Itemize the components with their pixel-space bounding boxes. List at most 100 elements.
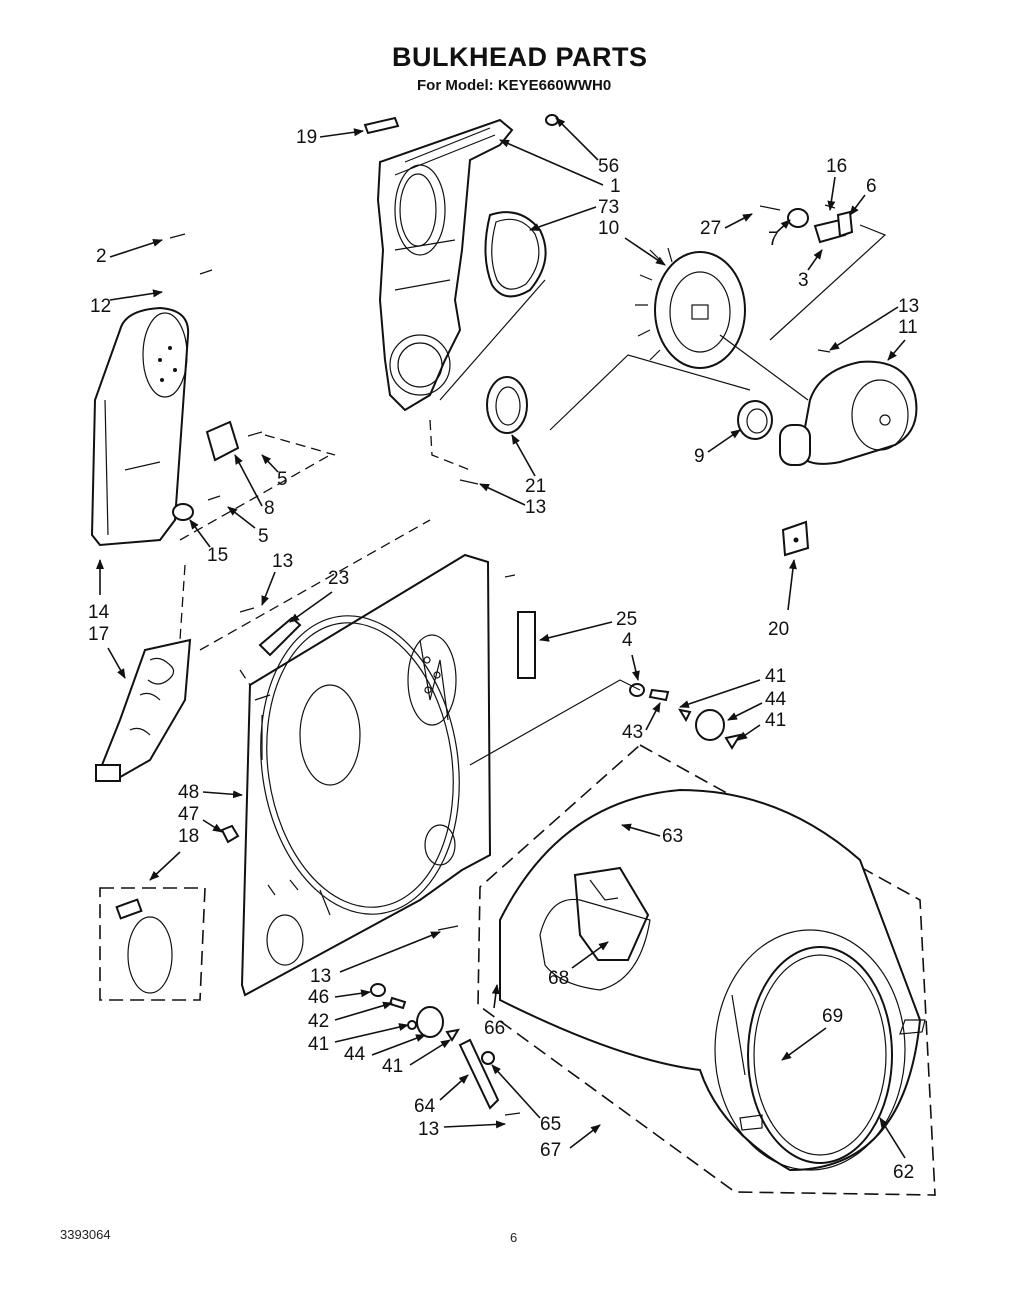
callout-label-c1: 1 <box>610 176 621 197</box>
callout-label-c66: 66 <box>484 1018 505 1039</box>
upper-roller-assembly <box>629 683 743 750</box>
front-seal-part <box>419 639 449 721</box>
blower-seal-part <box>737 400 773 440</box>
callout-label-c27: 27 <box>700 218 721 239</box>
clip-part <box>545 114 559 126</box>
wire-harness-part <box>99 887 206 1001</box>
callout-label-c47: 47 <box>178 804 199 825</box>
motor-mount-housing-part <box>90 306 190 547</box>
callout-leader-c46 <box>334 989 371 998</box>
callout-label-c15: 15 <box>207 545 228 566</box>
duct-seal-part <box>484 211 547 298</box>
callout-leader-c68 <box>571 941 609 969</box>
callout-leader-c41a <box>679 679 761 708</box>
baffle-part <box>573 866 650 961</box>
callout-label-c9: 9 <box>694 446 705 467</box>
page-number: 6 <box>510 1230 518 1245</box>
bracket-plate-part <box>205 420 240 462</box>
callout-leader-c27 <box>724 213 753 229</box>
callout-label-c5b: 5 <box>258 526 269 547</box>
callout-leader-c43 <box>645 702 661 731</box>
callout-label-c44a: 44 <box>765 689 787 710</box>
callout-leader-c8 <box>234 454 263 507</box>
callout-label-c13a: 13 <box>898 296 919 317</box>
callout-label-c23: 23 <box>328 568 349 589</box>
callout-label-c43: 43 <box>622 722 643 743</box>
callout-leader-c7 <box>776 219 791 233</box>
callout-leader-c47 <box>202 819 223 833</box>
callout-label-c4: 4 <box>622 630 633 651</box>
callout-label-c6: 6 <box>866 176 877 197</box>
roller-arm-part <box>458 1038 500 1110</box>
callout-label-c68: 68 <box>548 968 569 989</box>
nut-part <box>220 824 240 844</box>
callout-label-c21: 21 <box>525 476 546 497</box>
callout-leader-c13b <box>479 483 526 506</box>
screw-parts <box>169 233 831 1116</box>
idler-part <box>172 503 194 521</box>
bulkhead-duct-part <box>376 118 514 412</box>
callout-leader-c25 <box>539 621 613 642</box>
page-title: BULKHEAD PARTS <box>392 42 648 72</box>
document-number: 3393064 <box>60 1227 111 1242</box>
callout-leader-c11 <box>887 339 906 361</box>
callout-label-c2: 2 <box>96 246 107 267</box>
callout-leader-c21 <box>511 434 536 477</box>
callout-leader-c10 <box>624 237 666 266</box>
callout-label-c12: 12 <box>90 296 111 317</box>
duct-tab-part <box>363 116 400 135</box>
callout-label-c42: 42 <box>308 1011 329 1032</box>
bulkhead-seal-part <box>486 376 528 434</box>
callout-leader-c13a <box>829 306 899 351</box>
callout-leader-c62 <box>879 1117 906 1159</box>
callout-leader-c41d <box>409 1039 451 1066</box>
callout-label-c14: 14 <box>88 602 110 623</box>
callout-label-c25: 25 <box>616 609 637 630</box>
callout-leader-c1 <box>499 139 604 186</box>
callout-label-c41d: 41 <box>382 1056 403 1077</box>
lower-roller-assembly <box>370 983 460 1042</box>
callout-leader-c19 <box>319 128 364 138</box>
heater-element-part <box>95 638 192 782</box>
callout-label-c62: 62 <box>893 1162 914 1183</box>
callout-leader-c41c <box>334 1023 409 1043</box>
callout-label-c67: 67 <box>540 1140 561 1161</box>
callout-leader-c67 <box>569 1124 601 1149</box>
callout-leader-c44b <box>371 1034 426 1056</box>
callout-leader-c65 <box>491 1064 541 1119</box>
callout-leader-c4 <box>631 654 640 681</box>
callout-leader-c12 <box>109 289 163 301</box>
callout-label-c56: 56 <box>598 156 619 177</box>
callout-leader-c41b <box>737 724 761 741</box>
callout-label-c48: 48 <box>178 782 199 803</box>
callout-labels: 1956173101662773131121258515921132013231… <box>88 117 919 1183</box>
callout-label-c41b: 41 <box>765 710 786 731</box>
callout-label-c7: 7 <box>768 229 779 250</box>
callout-label-c5a: 5 <box>277 469 288 490</box>
callout-leader-c9 <box>707 429 741 453</box>
callout-leader-c56 <box>555 117 599 161</box>
callout-leader-c23 <box>289 591 333 623</box>
callout-leader-c5a <box>261 454 279 473</box>
callout-label-c19: 19 <box>296 127 317 148</box>
callout-label-c10: 10 <box>598 218 619 239</box>
reference-lines <box>179 224 887 766</box>
callout-label-c65: 65 <box>540 1114 561 1135</box>
callout-label-c44b: 44 <box>344 1044 366 1065</box>
callout-leader-c2 <box>109 238 163 258</box>
callout-leader-c6 <box>849 194 866 216</box>
callout-label-c73: 73 <box>598 197 619 218</box>
callout-label-c41c: 41 <box>308 1034 329 1055</box>
callout-label-c13e: 13 <box>418 1119 439 1140</box>
callout-label-c46: 46 <box>308 987 329 1008</box>
callout-label-c11: 11 <box>898 317 918 338</box>
callout-label-c18: 18 <box>178 826 199 847</box>
callout-label-c13d: 13 <box>310 966 331 987</box>
callout-leader-c16 <box>827 176 836 211</box>
callout-leader-c48 <box>202 790 243 799</box>
callout-label-c64: 64 <box>414 1096 436 1117</box>
callout-leader-c17 <box>107 647 126 679</box>
drum-seal-part <box>539 898 651 991</box>
blower-housing-part <box>779 360 918 466</box>
